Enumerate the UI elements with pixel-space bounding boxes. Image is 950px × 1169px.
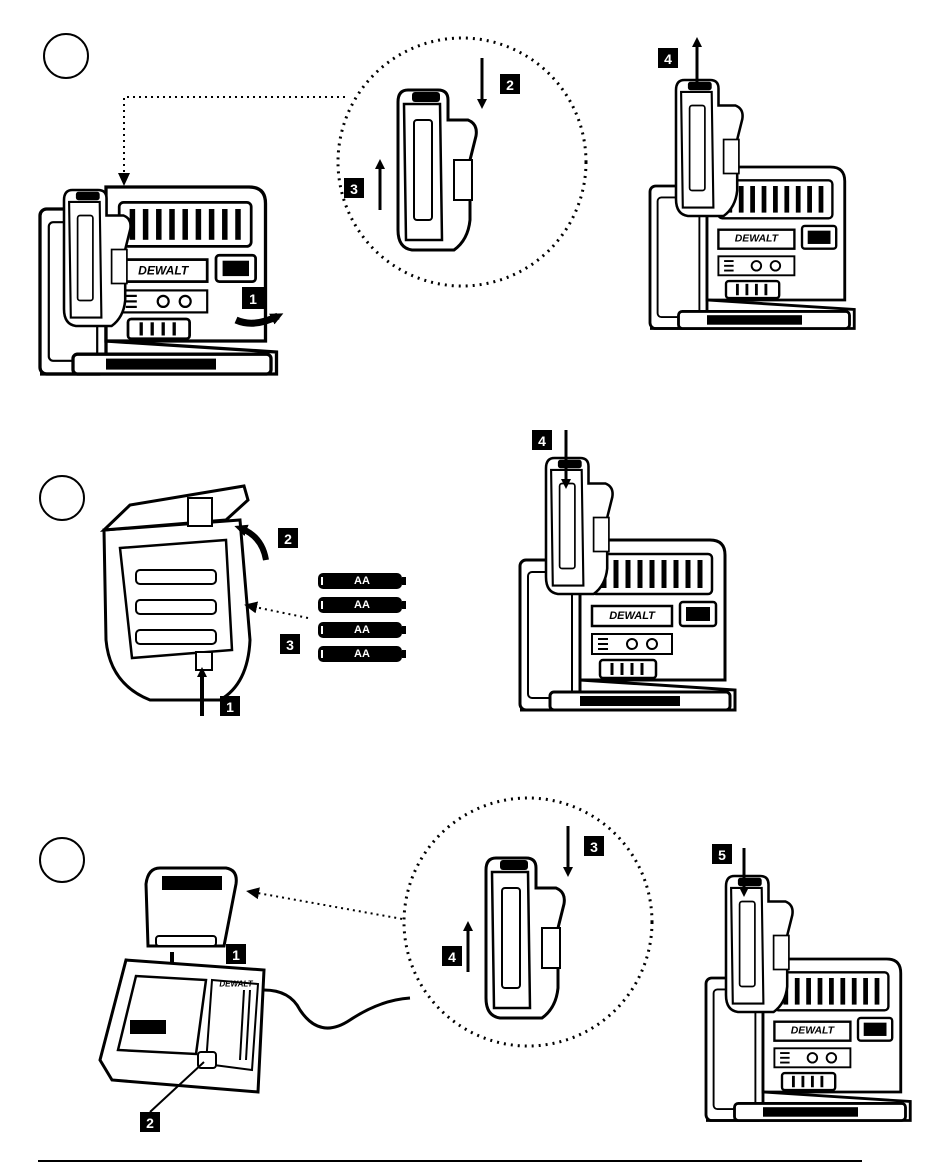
brand-label: DEWALT — [791, 1026, 836, 1037]
svg-text:4: 4 — [538, 433, 546, 449]
aa-cell: AA — [318, 573, 406, 589]
svg-text:2: 2 — [146, 1115, 154, 1131]
charger-illustration: DEWALT — [100, 960, 410, 1092]
brand-label: DEWALT — [138, 264, 190, 278]
svg-text:AA: AA — [354, 648, 370, 660]
step-badge: 2 — [278, 528, 298, 548]
svg-text:3: 3 — [350, 181, 358, 197]
svg-text:AA: AA — [354, 624, 370, 636]
step-badge: 1 — [226, 944, 246, 964]
battery-pack-topview — [146, 868, 236, 946]
svg-text:3: 3 — [286, 637, 294, 653]
step-badge: 2 — [500, 74, 520, 94]
aa-cell: AA — [318, 646, 406, 662]
step-badge: 3 — [280, 634, 300, 654]
dotted-insert-arrow — [250, 606, 308, 618]
section-aa-batteries: 1 2 AA AA AA AA 3 DEWALT — [40, 430, 735, 716]
step-badge: 2 — [140, 1112, 160, 1132]
battery-pack-illustration — [726, 876, 793, 1012]
svg-text:2: 2 — [284, 531, 292, 547]
figure-marker-circle — [40, 476, 84, 520]
svg-text:1: 1 — [232, 947, 240, 963]
svg-text:AA: AA — [354, 575, 370, 587]
figure-marker-circle — [44, 34, 88, 78]
figure-marker-circle — [40, 838, 84, 882]
svg-text:5: 5 — [718, 847, 726, 863]
svg-text:1: 1 — [226, 699, 234, 715]
svg-text:1: 1 — [249, 291, 257, 307]
step-badge: 5 — [712, 844, 732, 864]
battery-pack-illustration — [546, 458, 613, 594]
svg-text:AA: AA — [354, 599, 370, 611]
brand-label: DEWALT — [609, 610, 656, 622]
dotted-connector — [252, 892, 408, 920]
svg-text:3: 3 — [590, 839, 598, 855]
step-badge: 3 — [584, 836, 604, 856]
section-charge-pack: 1 DEWALT 2 3 4 — [40, 798, 910, 1132]
step-badge: 4 — [658, 48, 678, 68]
brand-label: DEWALT — [219, 980, 253, 989]
step-badge: 3 — [344, 178, 364, 198]
step-badge: 1 — [242, 287, 264, 309]
battery-pack-illustration — [676, 80, 743, 216]
brand-label: DEWALT — [735, 234, 780, 245]
step-badge: 4 — [442, 946, 462, 966]
step-badge: 1 — [220, 696, 240, 716]
open-battery-pack-illustration — [104, 486, 250, 700]
svg-text:4: 4 — [448, 949, 456, 965]
svg-text:4: 4 — [664, 51, 672, 67]
step-badge: 4 — [532, 430, 552, 450]
dotted-connector — [124, 97, 345, 180]
section-battery-pack-install: DEWALT 1 2 3 DEWALT — [40, 34, 854, 374]
svg-text:2: 2 — [506, 77, 514, 93]
aa-cell: AA — [318, 597, 406, 613]
aa-cell: AA — [318, 622, 406, 638]
